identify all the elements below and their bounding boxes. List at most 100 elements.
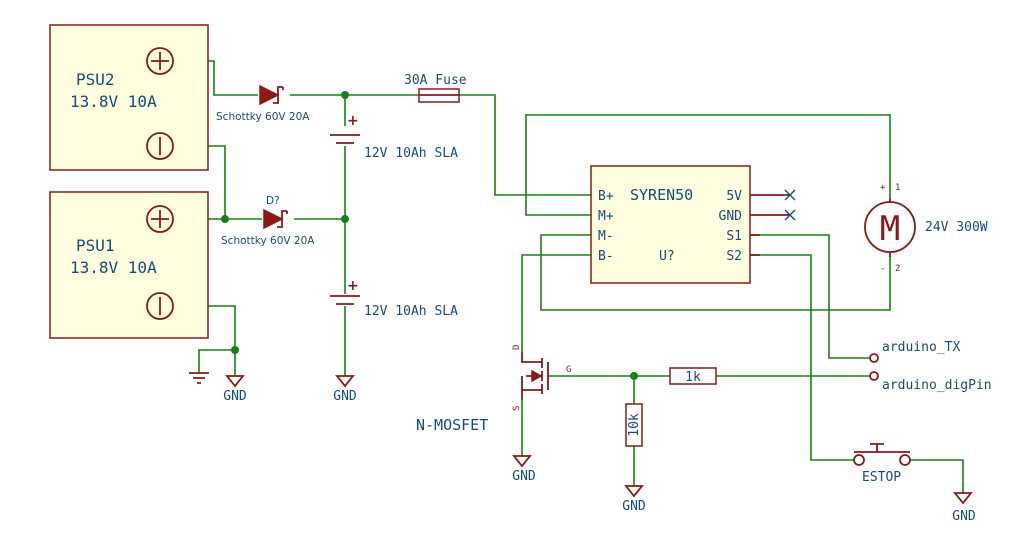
battery-plus-sign: +	[347, 113, 359, 129]
wire-earth	[198, 349, 235, 373]
wire-fuse-to-bplus	[459, 94, 591, 196]
psu1-box	[49, 191, 209, 339]
mosfet-gate-label: G	[566, 365, 571, 375]
net-arduino-tx-label: arduino_TX	[882, 340, 960, 355]
battery-bottom[interactable]: + 12V 10Ah SLA	[330, 278, 458, 319]
earth-ground-icon	[189, 372, 209, 384]
motor-value: 24V 300W	[925, 220, 988, 235]
gnd-label: GND	[622, 499, 646, 514]
gnd-icon	[225, 375, 245, 388]
estop-label: ESTOP	[862, 470, 901, 485]
psu2-rating: 13.8V 10A	[70, 92, 157, 111]
gnd-battery: GND	[333, 375, 357, 404]
psu1-rating: 13.8V 10A	[70, 258, 157, 277]
fuse-value: 30A Fuse	[404, 73, 467, 88]
motor-icon	[864, 201, 916, 253]
pin-gnd: GND	[719, 209, 743, 224]
battery-plus-sign: +	[347, 278, 359, 294]
pin-bplus: B+	[598, 189, 614, 204]
gnd-mosfet: GND	[512, 455, 536, 484]
net-arduino-tx[interactable]: arduino_TX	[869, 340, 960, 363]
motor[interactable]: M + 1 - 2 24V 300W	[864, 183, 988, 274]
gnd-label: GND	[223, 389, 247, 404]
pushbutton-icon	[854, 443, 910, 453]
mosfet-drain-label: D	[512, 345, 522, 350]
earth-ground	[189, 372, 209, 384]
resistor-icon	[625, 403, 643, 447]
switch-contact-icon	[853, 454, 865, 466]
connector-icon	[869, 371, 879, 381]
no-connect-icon	[784, 189, 796, 201]
minus-terminal-icon	[146, 132, 174, 160]
estop-switch[interactable]: ESTOP	[853, 443, 911, 485]
resistor-1k-value: 1k	[685, 370, 701, 385]
battery-top[interactable]: + 12V 10Ah SLA	[330, 113, 458, 161]
diode-top[interactable]: Schottky 60V 20A	[216, 84, 310, 123]
minus-terminal-icon	[146, 292, 174, 320]
wire-s1-tx	[750, 234, 870, 359]
gnd-psu1: GND	[223, 375, 247, 404]
psu2-box	[49, 24, 209, 171]
syren50-name: SYREN50	[630, 186, 693, 204]
gnd-icon	[624, 485, 644, 498]
psu2-name: PSU2	[76, 70, 115, 89]
battery-bottom-value: 12V 10Ah SLA	[364, 304, 458, 319]
gnd-estop: GND	[952, 492, 976, 524]
diode-bottom-ref: D?	[266, 195, 280, 207]
syren50-box	[590, 165, 751, 284]
battery-top-value: 12V 10Ah SLA	[364, 146, 458, 161]
syren50-ref: U?	[659, 249, 675, 264]
diode-top-value: Schottky 60V 20A	[216, 111, 310, 123]
diode-bottom[interactable]: D? Schottky 60V 20A	[221, 195, 315, 247]
plus-terminal-icon	[146, 47, 174, 75]
wire-s2-estop	[750, 254, 854, 461]
junction-dot	[231, 346, 239, 354]
wires	[176, 60, 964, 493]
wire-bminus-drain	[521, 254, 591, 352]
gnd-label: GND	[512, 469, 536, 484]
gnd-label: GND	[333, 389, 357, 404]
junction-dot	[341, 215, 349, 223]
wire-estop-gnd	[910, 459, 964, 493]
switch-contact-icon	[899, 454, 911, 466]
gnd-icon	[953, 492, 973, 505]
motor-pin1: 1	[895, 183, 900, 193]
pin-s2: S2	[726, 249, 742, 264]
gnd-icon	[512, 455, 532, 468]
resistor-10k[interactable]: 10k	[625, 403, 643, 447]
pin-bminus: B-	[598, 249, 614, 264]
mosfet-name: N-MOSFET	[416, 416, 488, 434]
junctions	[221, 91, 638, 380]
motor-plus: +	[880, 183, 886, 193]
resistor-icon	[669, 367, 717, 385]
no-connect-icon	[784, 209, 796, 221]
gnd-pulldown: GND	[622, 485, 646, 514]
pin-5v: 5V	[726, 189, 742, 204]
junction-dot	[341, 91, 349, 99]
junction-dot	[221, 215, 229, 223]
motor-minus: -	[880, 264, 885, 274]
syren50-controller[interactable]: SYREN50 U? B+ M+ M- B- 5V GND S1 S2	[590, 165, 796, 284]
schottky-diode-icon	[259, 84, 280, 106]
plus-terminal-icon	[146, 205, 174, 233]
psu1[interactable]: PSU1 13.8V 10A	[49, 191, 209, 339]
psu1-name: PSU1	[76, 236, 115, 255]
schottky-diode-icon	[263, 208, 284, 230]
wire-motor-minus	[540, 234, 891, 311]
mosfet[interactable]: D S G N-MOSFET	[416, 345, 571, 434]
fuse[interactable]: 30A Fuse	[404, 73, 467, 103]
connector-icon	[869, 353, 879, 363]
diode-bottom-value: Schottky 60V 20A	[221, 235, 315, 247]
net-arduino-dig[interactable]: arduino_digPin	[869, 371, 992, 393]
net-arduino-dig-label: arduino_digPin	[882, 378, 992, 393]
junction-dot	[630, 372, 638, 380]
resistor-1k[interactable]: 1k	[669, 367, 717, 385]
gnd-label: GND	[952, 509, 976, 524]
mosfet-source-label: S	[512, 406, 522, 411]
motor-symbol: M	[880, 209, 900, 249]
psu2[interactable]: PSU2 13.8V 10A	[49, 24, 209, 171]
resistor-10k-value: 10k	[627, 413, 642, 437]
gnd-icon	[335, 375, 355, 388]
wire-motor-plus	[525, 114, 891, 216]
